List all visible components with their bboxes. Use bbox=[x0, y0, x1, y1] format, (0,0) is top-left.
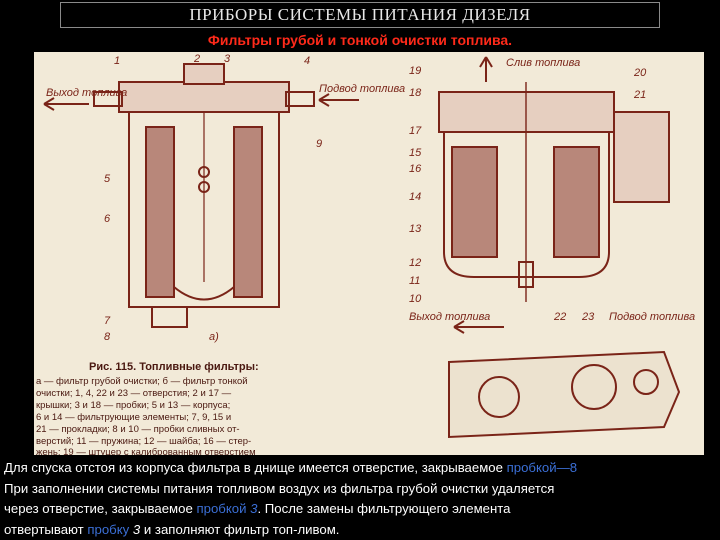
legend-line: 6 и 14 — фильтрующие элементы; 7, 9, 15 … bbox=[36, 412, 231, 423]
label-8: 8 bbox=[104, 331, 111, 343]
label-6: 6 bbox=[104, 213, 111, 225]
caption-text: отвертывают bbox=[4, 521, 88, 537]
label-22: 22 bbox=[553, 311, 566, 323]
caption-line-3: через отверстие, закрываемое пробкой 3. … bbox=[4, 499, 716, 520]
label-11: 11 bbox=[409, 275, 420, 287]
fine-filter-drawing bbox=[438, 56, 681, 439]
slide-subtitle: Фильтры грубой и тонкой очистки топлива. bbox=[207, 32, 513, 48]
label-20: 20 bbox=[633, 67, 647, 79]
label-15: 15 bbox=[409, 147, 422, 159]
coarse-outlet-label: Выход топлива bbox=[46, 87, 127, 99]
filter-diagram: Выход топлива Подвод топлива 1 2 3 4 5 6… bbox=[36, 53, 695, 455]
label-4: 4 bbox=[304, 55, 310, 67]
caption-highlight: пробкой bbox=[196, 501, 251, 516]
label-21: 21 bbox=[633, 89, 646, 101]
fine-filter-labels: Слив топлива Выход топлива Подвод топлив… bbox=[409, 57, 695, 323]
caption-text: через отверстие, закрываемое bbox=[4, 501, 197, 516]
caption-line-2: При заполнении системы питания топливом … bbox=[4, 480, 555, 496]
figure-caption-title: Рис. 115. Топливные фильтры: bbox=[89, 361, 259, 373]
filter-illustration: Выход топлива Подвод топлива 1 2 3 4 5 6… bbox=[34, 52, 704, 455]
label-5: 5 bbox=[104, 173, 111, 185]
coarse-inlet-label: Подвод топлива bbox=[319, 83, 405, 95]
caption-number: 3 bbox=[132, 521, 141, 537]
label-3: 3 bbox=[224, 53, 231, 65]
caption-text: . После замены фильтрующего элемента bbox=[257, 501, 511, 516]
label-14: 14 bbox=[409, 191, 421, 203]
fine-outlet-label: Выход топлива bbox=[409, 311, 490, 323]
slide-title: ПРИБОРЫ СИСТЕМЫ ПИТАНИЯ ДИЗЕЛЯ bbox=[189, 5, 531, 24]
fine-drain-label: Слив топлива bbox=[506, 57, 580, 69]
legend-line: 21 — прокладки; 8 и 10 — пробки сливных … bbox=[36, 424, 240, 435]
caption-highlight: пробку bbox=[87, 521, 133, 537]
label-18: 18 bbox=[409, 87, 422, 99]
coarse-filter-drawing bbox=[43, 63, 359, 328]
caption-text: Для спуска отстоя из корпуса фильтра в д… bbox=[4, 460, 507, 475]
slide-caption: Для спуска отстоя из корпуса фильтра в д… bbox=[4, 458, 716, 540]
label-23: 23 bbox=[581, 311, 595, 323]
label-7: 7 bbox=[104, 315, 111, 327]
caption-highlight-number: 3 bbox=[250, 501, 258, 516]
label-12: 12 bbox=[409, 257, 421, 269]
label-13: 13 bbox=[409, 223, 422, 235]
label-19: 19 bbox=[409, 65, 421, 77]
caption-text: и заполняют фильтр топ-ливом. bbox=[140, 521, 340, 537]
label-2: 2 bbox=[193, 53, 200, 65]
label-1: 1 bbox=[114, 55, 120, 67]
caption-line-1: Для спуска отстоя из корпуса фильтра в д… bbox=[4, 458, 716, 479]
caption-line-4: отвертывают пробку 3 и заполняют фильтр … bbox=[4, 520, 716, 540]
label-17: 17 bbox=[409, 125, 422, 137]
legend-line: крышки; 3 и 18 — пробки; 5 и 13 — корпус… bbox=[36, 400, 230, 411]
label-9: 9 bbox=[316, 138, 322, 150]
legend-line: жень; 19 — штуцер с калиброванным отверс… bbox=[36, 447, 256, 455]
caption-highlight: пробкой—8 bbox=[506, 460, 578, 475]
label-a: а) bbox=[209, 331, 219, 343]
coarse-filter-labels: Выход топлива Подвод топлива 1 2 3 4 5 6… bbox=[46, 53, 405, 343]
label-16: 16 bbox=[409, 163, 422, 175]
label-10: 10 bbox=[409, 293, 422, 305]
legend-line: очистки; 1, 4, 22 и 23 — отверстия; 2 и … bbox=[36, 388, 232, 399]
figure-legend: Рис. 115. Топливные фильтры: а — фильтр … bbox=[36, 361, 259, 455]
legend-line: верстий; 11 — пружина; 12 — шайба; 16 — … bbox=[36, 436, 251, 447]
legend-line: а — фильтр грубой очистки; б — фильтр то… bbox=[36, 376, 248, 387]
fine-inlet-label: Подвод топлива bbox=[609, 311, 695, 323]
slide-title-frame: ПРИБОРЫ СИСТЕМЫ ПИТАНИЯ ДИЗЕЛЯ bbox=[60, 2, 660, 28]
